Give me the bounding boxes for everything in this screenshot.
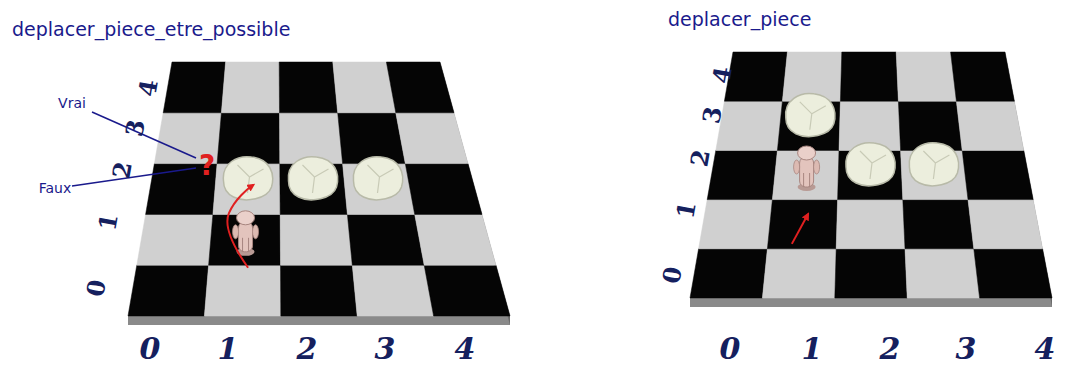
board-square: [338, 113, 406, 164]
diagram-title: deplacer_piece_etre_possible: [12, 18, 290, 40]
diagram-title: deplacer_piece: [668, 8, 811, 30]
robot-figure: [794, 146, 820, 191]
board-square: [128, 265, 209, 316]
leader-line: [92, 112, 196, 158]
board-square: [415, 214, 496, 265]
axis-number: 0: [80, 277, 111, 298]
board-square: [405, 164, 482, 215]
board-square: [281, 265, 358, 316]
axis-number: 0: [720, 331, 741, 366]
move-arrow: [792, 214, 808, 244]
axis-number: 2: [880, 331, 901, 366]
board-square: [333, 62, 396, 113]
board-square: [707, 150, 777, 199]
axis-number: 0: [656, 264, 687, 285]
rock-facet: [800, 102, 826, 130]
board-square: [204, 265, 280, 316]
board-square: [137, 214, 213, 265]
board-square: [163, 62, 225, 113]
rock-facet: [238, 165, 264, 193]
board-square: [951, 52, 1015, 101]
move-arrow: [227, 185, 253, 268]
axis-number: 4: [706, 64, 737, 85]
rock-piece: [288, 157, 337, 200]
board-square: [690, 249, 767, 298]
axis-number: 3: [375, 331, 396, 366]
board-edge: [128, 316, 510, 325]
axis-number: 3: [119, 117, 150, 138]
axis-number: 1: [218, 331, 239, 366]
board-square: [762, 249, 836, 298]
board-square: [347, 214, 424, 265]
rock-facet: [303, 165, 329, 193]
axis-number: 4: [455, 331, 476, 366]
board-square: [386, 62, 454, 113]
board-square: [903, 200, 974, 249]
axis-number: 1: [670, 199, 701, 220]
board-square: [956, 101, 1023, 150]
axis-number: 4: [1035, 331, 1056, 366]
rock-facet: [368, 165, 394, 193]
question-mark: ?: [199, 149, 215, 182]
board-square: [836, 200, 905, 249]
axis-number: 1: [802, 331, 823, 366]
axis-number: 2: [106, 159, 137, 180]
axis-number: 2: [684, 147, 715, 168]
axis-number: 4: [132, 77, 163, 98]
board-square: [962, 150, 1033, 199]
rock-piece: [786, 94, 835, 137]
rock-piece: [909, 143, 958, 186]
board-square: [699, 200, 773, 249]
board-square: [968, 200, 1043, 249]
axis-number: 2: [297, 331, 318, 366]
axis-number: 3: [956, 331, 977, 366]
board-square: [280, 214, 352, 265]
axis-number: 3: [696, 104, 727, 125]
rock-facet: [860, 151, 886, 179]
board-square: [396, 113, 468, 164]
rock-facet: [923, 151, 949, 179]
axis-number: 1: [92, 211, 123, 232]
true-label: Vrai: [58, 95, 86, 111]
board-square: [352, 265, 433, 316]
board-square: [974, 249, 1052, 298]
rock-piece: [846, 143, 895, 186]
board-square: [896, 52, 956, 101]
board-square: [221, 62, 279, 113]
rock-piece: [353, 157, 402, 200]
board-square: [767, 200, 837, 249]
rock-piece: [223, 157, 272, 200]
board-square: [424, 265, 510, 316]
board-square: [840, 52, 898, 101]
board-edge: [690, 298, 1052, 307]
board-square: [905, 249, 980, 298]
axis-number: 0: [140, 331, 161, 366]
board-square: [279, 62, 338, 113]
false-label: Faux: [39, 180, 72, 196]
board-square: [835, 249, 907, 298]
